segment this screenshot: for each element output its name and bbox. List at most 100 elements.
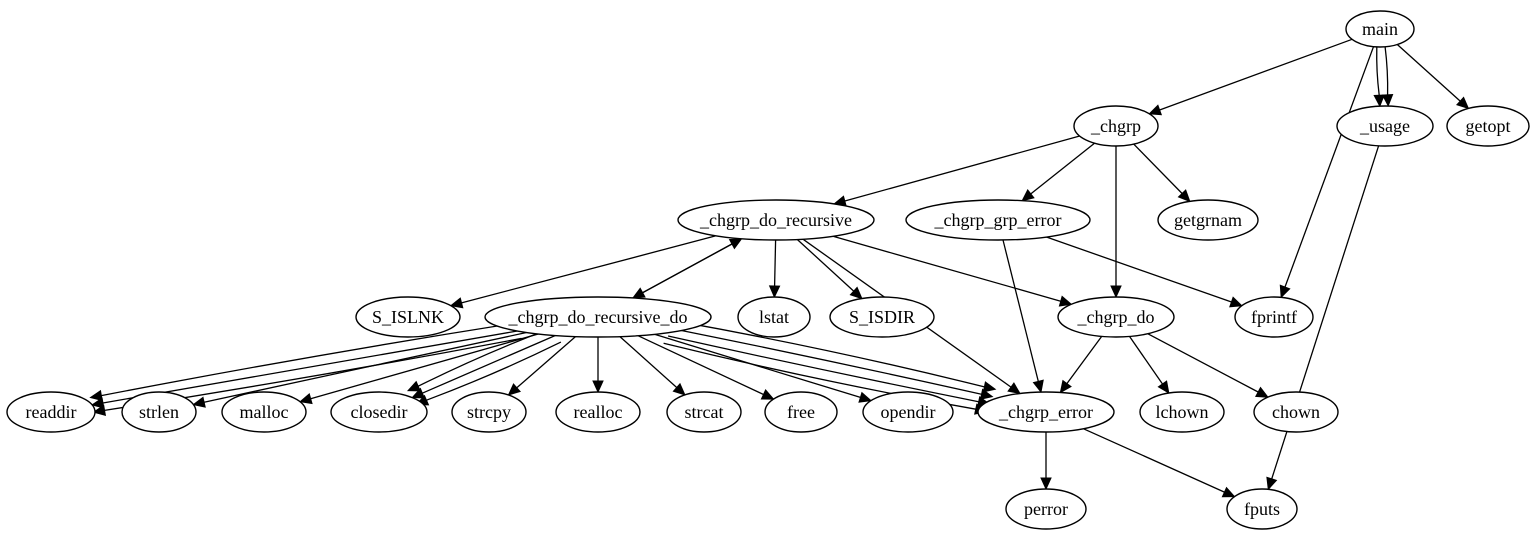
- node-label: readdir: [26, 402, 77, 422]
- arrowhead-recursive_do-to-strcat: [672, 382, 686, 396]
- arrowhead-chgrp_error-to-fputs: [1221, 486, 1236, 498]
- node-ellipse: [355, 296, 461, 338]
- node-label: _chgrp_do_recursive: [699, 210, 852, 230]
- edge-recursive-to-s_isdir: [796, 239, 855, 292]
- node-chgrp-error: _chgrp_error: [977, 391, 1115, 433]
- node-ellipse: [1005, 488, 1087, 530]
- node-malloc: malloc: [221, 391, 307, 433]
- node-s-islnk: S_ISLNK: [355, 296, 461, 338]
- node-label: lchown: [1156, 402, 1209, 422]
- node-ellipse: [677, 199, 875, 241]
- arrowhead-main-to-usage: [1381, 94, 1394, 108]
- edge-chgrp-to-recursive: [844, 135, 1080, 202]
- node-ellipse: [764, 391, 838, 433]
- node-usage: _usage: [1336, 105, 1434, 147]
- edge-recursive_do-to-readdir: [101, 322, 514, 397]
- node-label: lstat: [759, 307, 789, 327]
- edge-grp_error-to-fprintf: [1046, 236, 1232, 303]
- node-chgrp-do: _chgrp_do: [1057, 296, 1175, 338]
- node-ellipse: [1057, 296, 1175, 338]
- arrowhead-recursive-to-s_islnk: [449, 297, 464, 309]
- arrowhead-recursive_do-to-closedir: [406, 380, 421, 392]
- node-label: strcpy: [467, 402, 511, 422]
- node-strcpy: strcpy: [451, 391, 527, 433]
- node-fprintf: fprintf: [1234, 296, 1314, 338]
- edges-layer: [89, 38, 1470, 498]
- node-ellipse: [1345, 10, 1415, 48]
- edge-recursive_do-to-strcpy: [516, 336, 576, 389]
- edge-recursive_do-to-chgrp_error: [677, 320, 985, 388]
- node-label: _chgrp_do_recursive_do: [508, 307, 688, 327]
- node-label: closedir: [351, 402, 408, 422]
- node-label: strcat: [685, 402, 724, 422]
- arrowhead-chgrp-to-getgrnam: [1177, 189, 1191, 203]
- arrowhead-main-to-fprintf: [1279, 284, 1291, 299]
- arrowhead-recursive-to-s_isdir: [849, 286, 863, 300]
- edge-recursive_do-to-chgrp_error: [672, 328, 982, 395]
- edge-chgrp_do-to-chgrp_error: [1066, 336, 1103, 384]
- edge-recursive_do-to-recursive: [632, 243, 733, 299]
- arrowhead-main-to-getopt: [1456, 96, 1470, 110]
- node-ellipse: [1234, 296, 1314, 338]
- node-label: perror: [1024, 499, 1068, 519]
- node-perror: perror: [1005, 488, 1087, 530]
- node-ellipse: [737, 296, 811, 338]
- node-label: main: [1362, 19, 1398, 39]
- node-lstat: lstat: [737, 296, 811, 338]
- edge-recursive_do-to-closedir: [422, 334, 556, 394]
- edge-recursive-to-s_islnk: [461, 235, 717, 304]
- node-recursive: _chgrp_do_recursive: [677, 199, 875, 241]
- arrowhead-chgrp-to-chgrp_do: [1110, 285, 1122, 299]
- edge-recursive_do-to-strcat: [619, 336, 678, 388]
- node-ellipse: [121, 391, 197, 433]
- arrowhead-chgrp-to-grp_error: [1021, 188, 1035, 202]
- arrowhead-recursive_do-to-malloc: [298, 393, 313, 405]
- edge-usage-to-fputs: [1271, 145, 1380, 480]
- node-label: chown: [1272, 402, 1320, 422]
- node-strcat: strcat: [666, 391, 742, 433]
- arrowhead-recursive_do-to-opendir: [858, 391, 873, 403]
- node-label: getgrnam: [1174, 210, 1242, 230]
- node-free: free: [764, 391, 838, 433]
- node-ellipse: [451, 391, 527, 433]
- edge-main-to-getopt: [1396, 44, 1461, 102]
- node-ellipse: [484, 296, 712, 338]
- edge-recursive_do-to-chgrp_error: [667, 335, 979, 403]
- arrowhead-recursive_do-to-strlen: [192, 396, 206, 408]
- node-opendir: opendir: [862, 391, 954, 433]
- arrowhead-recursive_do-to-readdir: [89, 389, 103, 402]
- arrowhead-recursive_do-to-chgrp_error: [979, 388, 994, 400]
- node-label: S_ISLNK: [372, 307, 444, 327]
- arrowhead-usage-to-fputs: [1266, 476, 1278, 491]
- node-ellipse: [1139, 391, 1225, 433]
- arrowhead-recursive_do-to-closedir: [411, 387, 426, 399]
- node-ellipse: [1446, 105, 1530, 147]
- edge-grp_error-to-chgrp_error: [1002, 239, 1039, 382]
- edge-recursive_do-to-malloc: [310, 333, 539, 400]
- edge-chgrp_do-to-lchown: [1128, 336, 1164, 385]
- node-ellipse: [905, 199, 1091, 241]
- node-ellipse: [977, 391, 1115, 433]
- node-label: S_ISDIR: [849, 307, 915, 327]
- arrowhead-recursive-to-chgrp_error: [1007, 382, 1021, 395]
- node-main: main: [1345, 10, 1415, 48]
- edge-main-to-fprintf: [1284, 46, 1375, 288]
- arrowhead-chgrp_do-to-chown: [1254, 386, 1269, 398]
- arrowhead-recursive-to-lstat: [768, 285, 781, 299]
- arrowhead-grp_error-to-chgrp_error: [1032, 379, 1044, 394]
- node-ellipse: [1336, 105, 1434, 147]
- node-label: free: [787, 402, 815, 422]
- edge-main-to-usage: [1384, 46, 1389, 95]
- edge-recursive-to-chgrp_do: [832, 235, 1061, 302]
- node-label: _chgrp_error: [998, 402, 1093, 422]
- node-label: _usage: [1359, 116, 1410, 136]
- node-getopt: getopt: [1446, 105, 1530, 147]
- edge-chgrp-to-grp_error: [1030, 142, 1095, 195]
- node-ellipse: [555, 391, 641, 433]
- node-realloc: realloc: [555, 391, 641, 433]
- arrowhead-recursive_do-to-realloc: [592, 380, 604, 394]
- node-label: fprintf: [1251, 307, 1297, 327]
- arrowhead-recursive_do-to-recursive: [728, 238, 743, 250]
- arrowhead-recursive_do-to-free: [760, 388, 775, 400]
- arrowhead-chgrp_do-to-chgrp_error: [1059, 379, 1072, 394]
